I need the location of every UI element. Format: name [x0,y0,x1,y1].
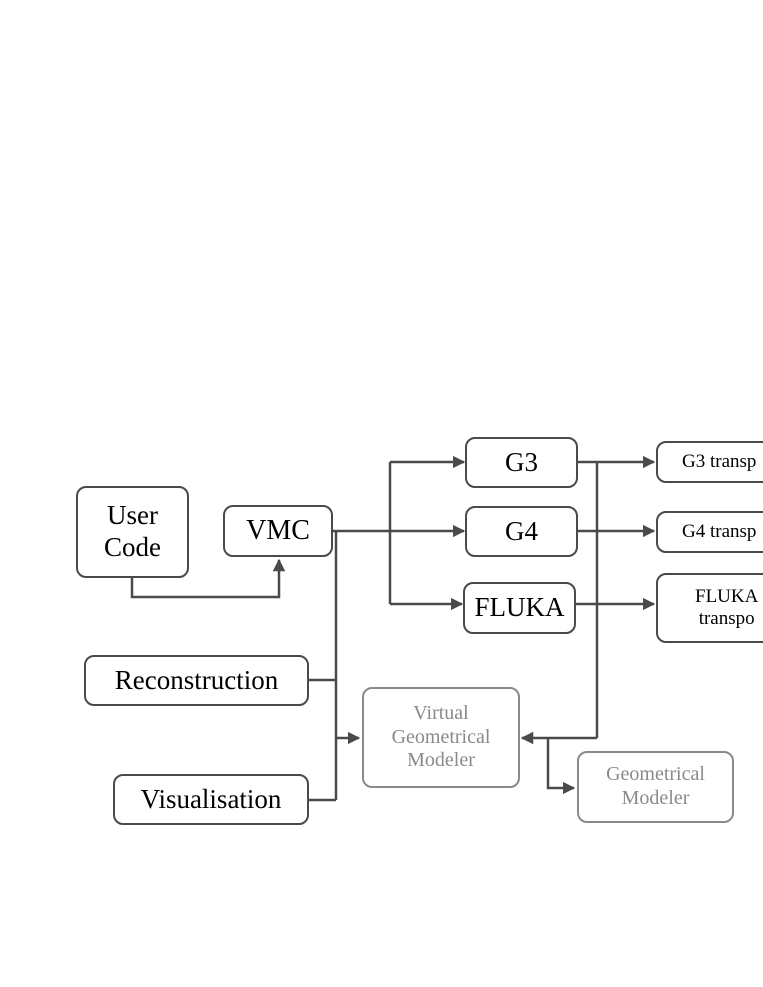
user-code-line-2: Code [104,532,161,562]
g4-box: G4 [465,506,578,557]
fluka-transport-box: FLUKA transpo [656,573,763,643]
vmc-box: VMC [223,505,333,557]
connector-usercode-to-vmc [130,558,286,599]
fluka-transport-line-1: FLUKA [695,585,759,607]
reconstruction-box: Reconstruction [84,655,309,706]
fluka-transport-line-2: transpo [698,608,755,629]
virtual-modeler-line-3: Modeler [407,749,475,772]
reconstruction-label: Reconstruction [114,664,279,695]
fluka-label: FLUKA [474,592,565,623]
g4-transport-label: G4 transp [682,520,757,542]
g3-label: G3 [505,446,538,477]
virtual-modeler-line-2: Geometrical [391,725,491,748]
virtual-geometrical-modeler-box: Virtual Geometrical Modeler [362,687,520,788]
geometrical-modeler-line-2: Modeler [621,787,690,809]
visualisation-label: Visualisation [140,783,282,814]
g3-box: G3 [465,437,578,488]
g4-transport-box: G4 transp [656,511,763,553]
g3-transport-label: G3 transp [682,450,757,472]
vmc-label: VMC [246,515,310,547]
g3-transport-box: G3 transp [656,441,763,483]
g4-label: G4 [505,515,538,546]
user-code-box: User Code [76,486,189,578]
connector-to-geometrical-modeler [546,738,576,795]
user-code-line-1: User [107,500,158,531]
geometrical-modeler-box: Geometrical Modeler [577,751,734,823]
fluka-box: FLUKA [463,582,576,634]
virtual-modeler-line-1: Virtual [413,702,469,725]
geometrical-modeler-line-1: Geometrical [606,763,705,786]
visualisation-box: Visualisation [113,774,309,825]
